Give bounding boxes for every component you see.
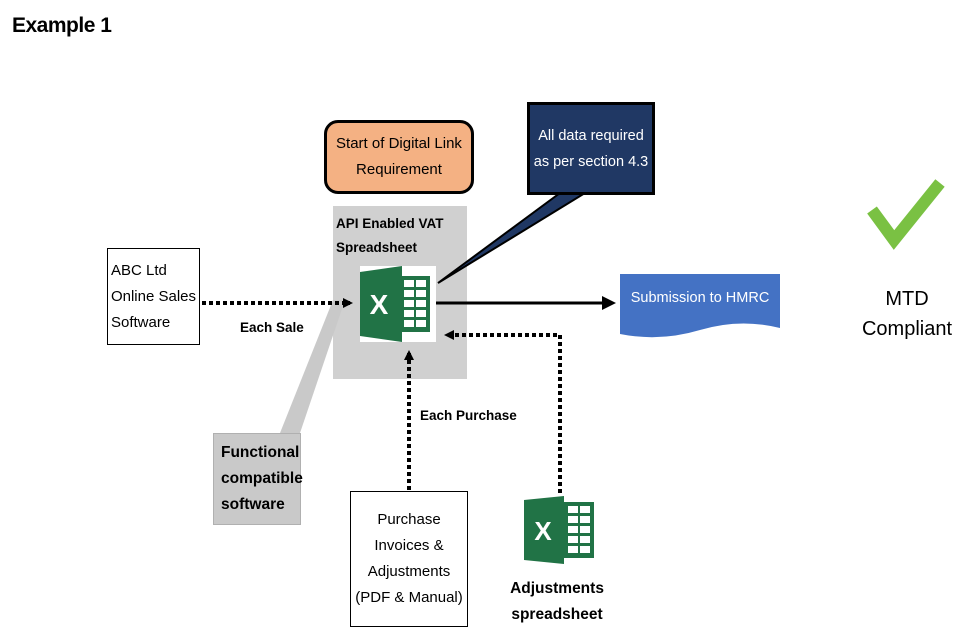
adjustments-line: spreadsheet bbox=[511, 606, 603, 623]
abc-line: Software bbox=[110, 313, 171, 331]
digital-link-line: Start of Digital Link bbox=[336, 135, 462, 152]
api-line: API Enabled VAT bbox=[336, 216, 444, 231]
adjustments-line: Adjustments bbox=[510, 580, 604, 597]
mtd-line: MTD bbox=[885, 288, 929, 310]
adjustments-excel-icon: X bbox=[524, 496, 594, 564]
digital-link-line: Requirement bbox=[356, 161, 442, 178]
purchase-line: Adjustments bbox=[367, 563, 451, 580]
submission-label: Submission to HMRC bbox=[630, 290, 770, 306]
svg-text:X: X bbox=[534, 516, 552, 546]
functional-line: software bbox=[221, 496, 285, 513]
purchase-invoices-box: Purchase Invoices & Adjustments (PDF & M… bbox=[350, 491, 468, 627]
data-required-callout: All data required as per section 4.3 bbox=[527, 102, 655, 195]
mtd-compliant-label: MTD Compliant bbox=[852, 284, 960, 344]
checkmark-icon bbox=[867, 179, 945, 250]
functional-callout-pointer bbox=[280, 300, 345, 433]
abc-line: Online Sales bbox=[110, 287, 197, 305]
digital-link-box: Start of Digital Link Requirement bbox=[324, 120, 474, 194]
data-required-line: All data required bbox=[538, 127, 644, 144]
abc-sales-software-box: ABC Ltd Online Sales Software bbox=[107, 248, 200, 345]
adjustments-spreadsheet-label: Adjustments spreadsheet bbox=[505, 576, 609, 628]
api-line: Spreadsheet bbox=[336, 240, 418, 255]
functional-software-box: Functional compatible software bbox=[213, 433, 303, 525]
svg-text:X: X bbox=[370, 289, 389, 320]
each-purchase-label: Each Purchase bbox=[420, 408, 517, 423]
mtd-line: Compliant bbox=[861, 318, 953, 340]
each-sale-label: Each Sale bbox=[240, 320, 304, 335]
abc-line: ABC Ltd bbox=[110, 261, 167, 279]
functional-line: Functional bbox=[221, 444, 300, 461]
submission-box bbox=[620, 274, 780, 338]
adjustments-arrow bbox=[444, 330, 562, 493]
purchase-line: (PDF & Manual) bbox=[355, 589, 463, 606]
diagram-title: Example 1 bbox=[12, 14, 112, 37]
functional-line: compatible bbox=[221, 470, 303, 487]
data-required-line: as per section 4.3 bbox=[533, 153, 649, 170]
purchase-line: Purchase bbox=[377, 511, 441, 528]
excel-icon: X bbox=[360, 266, 436, 342]
purchase-line: Invoices & bbox=[374, 537, 444, 554]
api-spreadsheet-label: API Enabled VAT Spreadsheet bbox=[336, 212, 444, 260]
